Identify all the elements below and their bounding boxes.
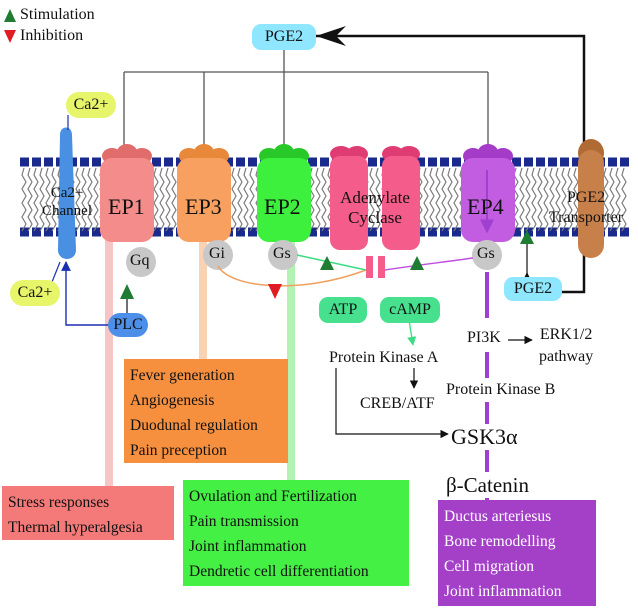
legend-inhibition: Inhibition [4, 27, 83, 45]
ep4-effect-item: Bone remodelling [444, 533, 556, 550]
transporter-line2: Transporter [548, 209, 624, 226]
ep4-effects-box: Ductus arteriesus Bone remodelling Cell … [438, 500, 596, 606]
ep2-effects-box: Ovulation and Fertilization Pain transmi… [183, 480, 409, 586]
ca-channel-label: Ca2+ Channel [36, 184, 98, 220]
ep4-effect-item: Joint inflammation [444, 583, 562, 600]
gq-label: Gq [130, 252, 150, 269]
ep2-effect-stem [287, 240, 295, 480]
ep2-receptor [257, 144, 311, 242]
camp-to-pka-arrow [407, 319, 417, 346]
atp-label: ATP [328, 301, 358, 318]
ep3-label: EP3 [185, 194, 222, 219]
ep2-effect-item: Ovulation and Fertilization [189, 488, 357, 505]
beta-catenin-label: β-Catenin [446, 473, 529, 497]
adenylate-line2: Cyclase [348, 208, 402, 227]
legend-stimulation: Stimulation [4, 6, 95, 24]
camp-label: cAMP [389, 301, 431, 318]
inhibition-icon [4, 29, 16, 43]
ep3-effects-box: Fever generation Angiogenesis Duodunal r… [124, 359, 288, 463]
ep2-effect-item: Dendretic cell differentiation [189, 563, 369, 580]
adenylate-line1: Adenylate [340, 188, 410, 207]
ep1-receptor [100, 144, 154, 242]
gs-ep4-protein-shape [472, 240, 502, 270]
adenylate-cyclase-label: Adenylate Cyclase [331, 188, 419, 228]
ep3-effect-item: Fever generation [130, 367, 235, 384]
gs-ep2-label: Gs [273, 245, 291, 262]
pi3k-label: PI3K [467, 329, 501, 346]
ep1-label: EP1 [108, 194, 145, 219]
ep4-effect-item: Ductus arteriesus [444, 508, 552, 525]
channel-ca-in-line [51, 261, 61, 283]
transporter-export-arrowhead [316, 26, 346, 46]
ca-channel-shape [58, 127, 76, 259]
legend-stimulation-label: Stimulation [20, 6, 95, 23]
ep2-label: EP2 [264, 194, 301, 219]
erk-pathway-label: ERK1/2 pathway [539, 324, 593, 368]
gi-protein-shape [203, 240, 233, 270]
ep1-effect-item: Stress responses [8, 494, 110, 511]
ep4-effect-item: Cell migration [444, 558, 534, 575]
gi-inhibition-marker [268, 284, 282, 299]
ep4-label: EP4 [467, 194, 504, 219]
pka-to-gsk3a-arrow [335, 368, 449, 439]
ep3-effect-item: Angiogenesis [130, 392, 215, 409]
gs-ep2-protein-shape [268, 240, 298, 270]
stimulation-icon [4, 8, 16, 22]
creb-atf-label: CREB/ATF [360, 395, 435, 412]
pge2-small-pill: PGE2 [504, 277, 562, 301]
transporter-stimulation-marker [520, 230, 534, 244]
pge2-ligand-lines [123, 48, 489, 148]
pge2-transporter-shape [578, 139, 604, 258]
pge2-small-label: PGE2 [513, 280, 553, 297]
ca-top-pill: Ca2+ [66, 92, 116, 118]
gs-ep4-label: Gs [477, 245, 495, 262]
transporter-line1: PGE2 [566, 189, 606, 206]
ep3-effect-stem [199, 240, 207, 360]
gs-ep4-stimulation-line [384, 257, 474, 271]
plc-to-channel-arrow [61, 261, 112, 326]
gs-ep4-stimulation-marker [410, 256, 424, 270]
ca-bottom-pill: Ca2+ [10, 280, 60, 306]
pge2-top-label: PGE2 [264, 28, 304, 45]
ep3-receptor [177, 144, 231, 242]
plc-pill: PLC [108, 313, 148, 337]
camp-pill: cAMP [380, 297, 440, 323]
gq-stimulation-marker [120, 284, 134, 299]
ep2-effect-item: Joint inflammation [189, 538, 307, 555]
ep1-effects-box: Stress responses Thermal hyperalgesia [2, 486, 174, 540]
gq-protein-shape [126, 247, 156, 277]
gsk3a-label: GSK3α [451, 424, 518, 449]
ca-channel-line2: Channel [42, 203, 92, 219]
pge2-top-pill: PGE2 [252, 24, 316, 50]
gi-label: Gi [209, 245, 225, 262]
ca-bottom-label: Ca2+ [17, 284, 53, 301]
ca-channel-line1: Ca2+ [50, 185, 84, 201]
protein-kinase-b-label: Protein Kinase B [446, 381, 556, 398]
erk-line1: ERK1/2 [539, 326, 593, 343]
erk-line2: pathway [539, 348, 594, 365]
ca-top-label: Ca2+ [73, 96, 109, 113]
ep1-effect-stem [105, 240, 113, 490]
atp-pill: ATP [319, 297, 367, 323]
ep2-effect-item: Pain transmission [189, 513, 299, 530]
protein-kinase-a-label: Protein Kinase A [329, 349, 439, 366]
ep1-effect-item: Thermal hyperalgesia [8, 519, 143, 536]
plc-label: PLC [113, 316, 143, 333]
adenylate-cyclase-shape [330, 146, 420, 278]
gs-ep2-stimulation-line [296, 254, 367, 271]
ep3-effect-item: Pain preception [130, 442, 227, 459]
pge2-transporter-label: PGE2 Transporter [536, 188, 636, 228]
ep3-effect-item: Duodunal regulation [130, 417, 258, 434]
legend-inhibition-label: Inhibition [20, 27, 84, 44]
gs-ep2-stimulation-marker [320, 256, 334, 270]
